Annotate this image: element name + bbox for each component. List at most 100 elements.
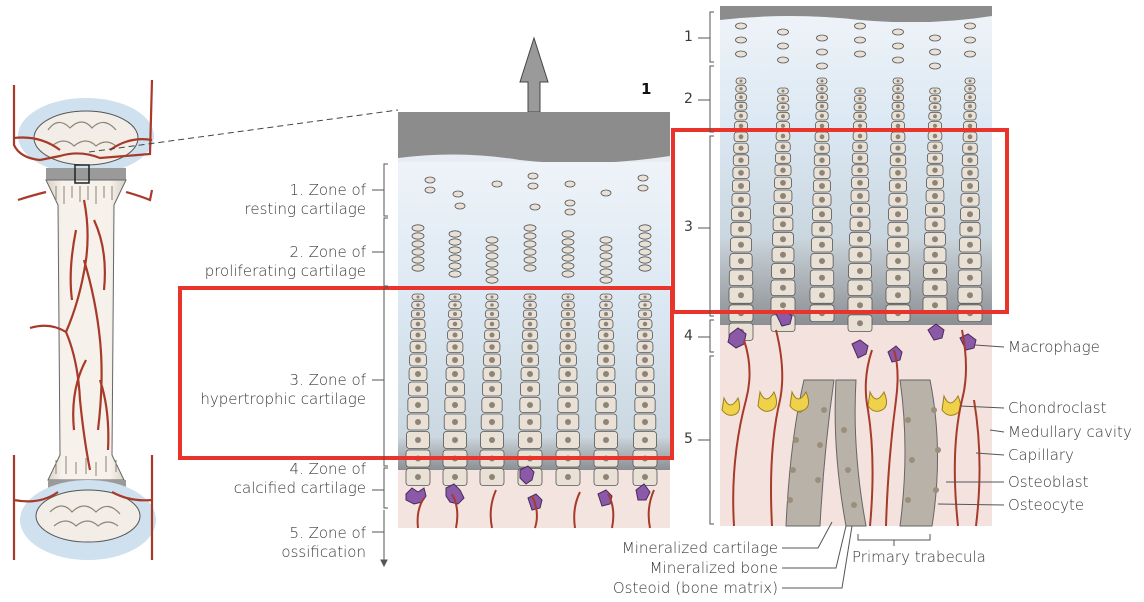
proliferating-cell bbox=[411, 240, 425, 248]
growth-plate-top bbox=[46, 168, 126, 180]
zoom-guide-line bbox=[88, 109, 399, 153]
label-mineralized-cartilage: Mineralized cartilage bbox=[621, 539, 778, 557]
proliferating-cell bbox=[485, 244, 499, 252]
proliferating-cell bbox=[638, 264, 652, 272]
proliferating-cell bbox=[599, 276, 613, 284]
detail-zone-3: 3 bbox=[684, 219, 693, 235]
proliferating-cell bbox=[485, 236, 499, 244]
resting-cell bbox=[929, 48, 941, 56]
proliferating-cell bbox=[448, 238, 462, 246]
diaphysis bbox=[45, 179, 127, 481]
proliferating-cell bbox=[599, 244, 613, 252]
chondroclasts bbox=[721, 390, 962, 416]
detail-zone-5: 5 bbox=[684, 431, 693, 447]
proliferating-cell bbox=[485, 276, 499, 284]
proliferating-cell bbox=[523, 264, 537, 272]
proliferating-cell bbox=[523, 256, 537, 264]
proliferating-cell bbox=[448, 270, 462, 278]
proliferating-cell bbox=[561, 230, 575, 238]
proliferating-cell bbox=[411, 232, 425, 240]
proliferating-cell bbox=[561, 246, 575, 254]
resting-cell bbox=[816, 34, 828, 42]
resting-cell bbox=[929, 34, 941, 42]
proliferating-cell bbox=[638, 232, 652, 240]
cartilage-cell-columns bbox=[405, 224, 658, 486]
proliferating-cell bbox=[599, 260, 613, 268]
capillaries-mid bbox=[416, 489, 655, 529]
proliferating-cell bbox=[561, 270, 575, 278]
proliferating-cell bbox=[523, 232, 537, 240]
detail-zone-4: 4 bbox=[684, 328, 693, 344]
resting-cell bbox=[816, 48, 828, 56]
zoom-region-box bbox=[74, 164, 90, 184]
proliferating-cell bbox=[485, 252, 499, 260]
proliferating-cell bbox=[599, 252, 613, 260]
resting-cell bbox=[854, 50, 866, 58]
proliferating-cell bbox=[448, 262, 462, 270]
resting-cell bbox=[964, 22, 976, 30]
highlight-box-hypertrophic bbox=[178, 286, 674, 460]
label-mineralized-bone: Mineralized bone bbox=[649, 559, 778, 577]
resting-cell bbox=[816, 62, 828, 70]
proliferating-cell bbox=[411, 248, 425, 256]
proliferating-cell bbox=[523, 224, 537, 232]
label-medullary-cavity: Medullary cavity bbox=[1008, 423, 1132, 441]
label-chondroclast: Chondroclast bbox=[1008, 399, 1107, 417]
proliferating-cell bbox=[411, 264, 425, 272]
proliferating-cell bbox=[523, 248, 537, 256]
proliferating-cell bbox=[448, 246, 462, 254]
proliferating-cell bbox=[599, 236, 613, 244]
resting-cell bbox=[735, 50, 747, 58]
label-macrophage: Macrophage bbox=[1008, 338, 1100, 356]
detail-cell-columns bbox=[728, 22, 983, 341]
proliferating-cell bbox=[561, 238, 575, 246]
proliferating-cell bbox=[523, 240, 537, 248]
proliferating-cell bbox=[638, 256, 652, 264]
macrophage-cells bbox=[405, 465, 651, 511]
label-primary-trabecula: Primary trabecula bbox=[852, 548, 986, 566]
proliferating-cell bbox=[599, 268, 613, 276]
resting-cell bbox=[964, 50, 976, 58]
label-osteoblast: Osteoblast bbox=[1008, 473, 1089, 491]
proliferating-cell bbox=[485, 268, 499, 276]
resting-cell bbox=[964, 36, 976, 44]
label-osteocyte: Osteocyte bbox=[1008, 496, 1085, 514]
detail-zone-1: 1 bbox=[684, 29, 693, 45]
long-bone bbox=[12, 79, 399, 560]
proliferating-cell bbox=[638, 224, 652, 232]
proliferating-cell bbox=[411, 256, 425, 264]
detail-panel bbox=[720, 6, 992, 527]
resting-cell bbox=[929, 62, 941, 70]
resting-cell bbox=[892, 56, 904, 64]
proliferating-cell bbox=[485, 260, 499, 268]
proliferating-cell bbox=[638, 248, 652, 256]
resting-cell bbox=[854, 36, 866, 44]
growth-direction-arrow bbox=[519, 36, 549, 113]
resting-cells bbox=[424, 172, 649, 216]
capillaries-detail bbox=[732, 329, 981, 527]
proliferating-cell bbox=[561, 262, 575, 270]
proliferating-cell bbox=[411, 224, 425, 232]
figure-number: 1 bbox=[641, 80, 652, 98]
resting-cell bbox=[735, 22, 747, 30]
resting-cell bbox=[777, 56, 789, 64]
resting-cell bbox=[735, 36, 747, 44]
proliferating-cell bbox=[448, 254, 462, 262]
label-capillary: Capillary bbox=[1008, 446, 1074, 464]
resting-cell bbox=[854, 22, 866, 30]
highlight-box-detail bbox=[671, 128, 1009, 314]
resting-cell bbox=[777, 42, 789, 50]
proliferating-cell bbox=[448, 230, 462, 238]
resting-cell bbox=[892, 42, 904, 50]
label-osteoid: Osteoid (bone matrix) bbox=[612, 579, 778, 597]
primary-trabeculae bbox=[785, 379, 939, 527]
bone-vessels bbox=[12, 79, 154, 560]
growth-plate-panel bbox=[398, 36, 670, 529]
proliferating-cell bbox=[561, 254, 575, 262]
